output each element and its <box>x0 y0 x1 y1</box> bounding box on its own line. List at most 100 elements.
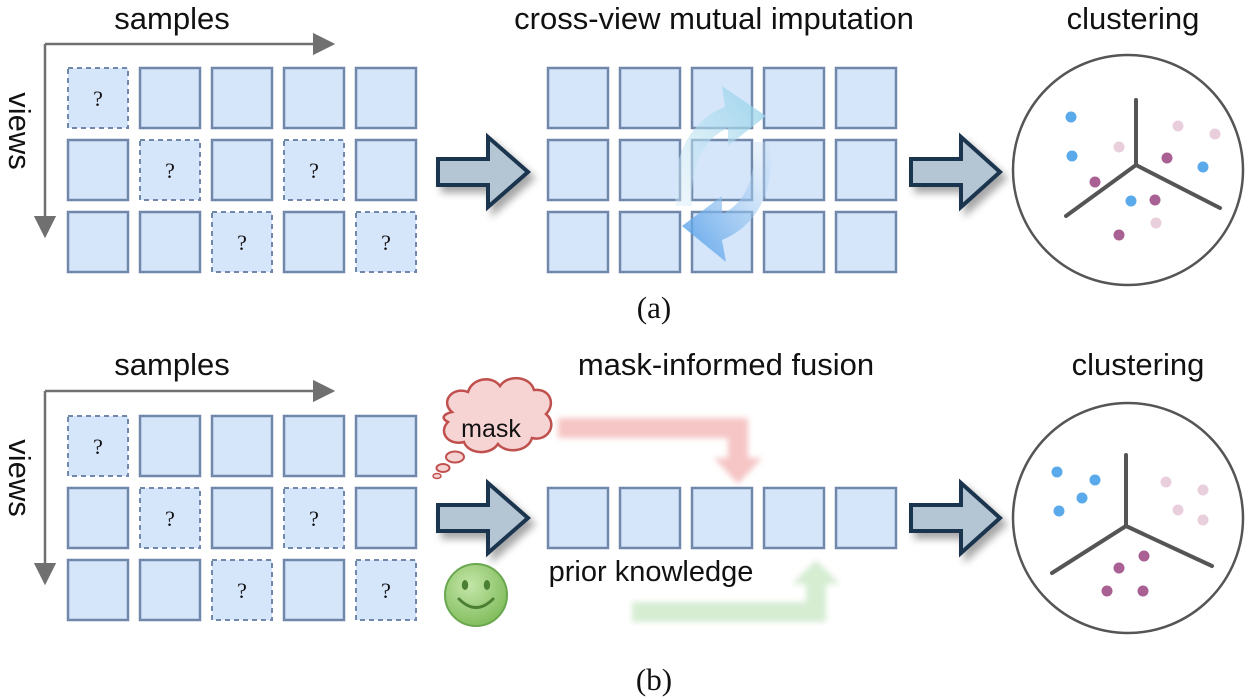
missing-cell <box>283 139 345 201</box>
cluster-point <box>1076 492 1088 504</box>
missing-marker: ? <box>93 86 103 111</box>
grid-cell <box>282 414 346 478</box>
grid-cell <box>66 486 130 550</box>
cluster-circle <box>1011 53 1245 287</box>
grid-cell <box>210 66 274 130</box>
samples-label: samples <box>114 347 229 382</box>
cluster-point <box>1113 562 1125 574</box>
panel-a: samples views ????? cross-view mutual im… <box>2 1 1245 325</box>
missing-marker: ? <box>309 506 319 531</box>
grid-cell <box>762 66 826 130</box>
cluster-points <box>1051 466 1209 597</box>
mask-to-fusion-arrow <box>558 418 762 484</box>
grid-cell <box>354 138 418 202</box>
grid-cell <box>66 210 130 274</box>
grid-cell <box>834 210 898 274</box>
missing-marker: ? <box>237 578 247 603</box>
cluster-point <box>1089 474 1101 486</box>
cluster-point <box>1149 194 1161 206</box>
grid-cell <box>354 486 418 550</box>
cluster-point <box>1066 150 1078 162</box>
views-label: views <box>2 92 37 170</box>
missing-marker: ? <box>165 506 175 531</box>
missing-cell <box>211 559 273 621</box>
grid-cell <box>138 414 202 478</box>
clustering-label: clustering <box>1067 1 1200 36</box>
missing-marker: ? <box>237 230 247 255</box>
missing-cell <box>211 211 273 273</box>
cluster-points <box>1065 111 1221 241</box>
grid-cell <box>138 210 202 274</box>
grid-cell <box>354 414 418 478</box>
grid-cell <box>618 486 682 550</box>
flow-arrow <box>909 132 1003 212</box>
cluster-point <box>1113 141 1125 153</box>
grid-cell <box>210 138 274 202</box>
method-label: mask-informed fusion <box>578 347 874 382</box>
flow-arrow <box>436 478 532 558</box>
grid-cell <box>762 138 826 202</box>
missing-cell <box>355 559 417 621</box>
samples-label: samples <box>114 1 229 36</box>
grid-cell <box>618 210 682 274</box>
cluster-point <box>1125 195 1137 207</box>
grid-cell <box>834 66 898 130</box>
missing-cell <box>67 415 129 477</box>
panel-b: samples views ????? mask mask-informed f… <box>2 347 1245 697</box>
cluster-point <box>1197 484 1209 496</box>
cluster-point <box>1197 161 1209 173</box>
missing-cell <box>283 487 345 549</box>
grid-cell <box>618 66 682 130</box>
cluster-point <box>1053 505 1065 517</box>
missing-marker: ? <box>381 230 391 255</box>
smiley-icon <box>444 563 508 627</box>
grid-cell <box>138 66 202 130</box>
grid-cell <box>282 558 346 622</box>
method-label: cross-view mutual imputation <box>514 1 914 36</box>
cluster-circle <box>1011 401 1245 635</box>
caption-a: (a) <box>637 290 671 325</box>
cluster-point <box>1089 176 1101 188</box>
mask-thought-cloud: mask <box>432 377 553 480</box>
sample-view-grid: ????? <box>66 66 418 274</box>
grid-cell <box>66 558 130 622</box>
cluster-point <box>1051 466 1063 478</box>
flow-arrow <box>436 132 532 212</box>
grid-cell <box>210 486 274 550</box>
cluster-point <box>1161 152 1173 164</box>
mask-label: mask <box>461 415 521 443</box>
grid-cell <box>546 66 610 130</box>
grid-cell <box>546 486 610 550</box>
grid-cell <box>282 210 346 274</box>
prior-to-fusion-arrow <box>632 560 840 622</box>
missing-cell <box>67 67 129 129</box>
grid-cell <box>618 138 682 202</box>
cluster-point <box>1150 217 1162 229</box>
grid-cell <box>762 210 826 274</box>
caption-b: (b) <box>636 662 672 697</box>
missing-marker: ? <box>381 578 391 603</box>
grid-cell <box>690 486 754 550</box>
cluster-point <box>1113 229 1125 241</box>
flow-arrow <box>909 478 1003 558</box>
grid-cell <box>834 138 898 202</box>
missing-cell <box>139 487 201 549</box>
cluster-point <box>1138 550 1150 562</box>
grid-cell <box>546 210 610 274</box>
grid-cell <box>354 66 418 130</box>
cluster-point <box>1209 128 1221 140</box>
prior-knowledge-label: prior knowledge <box>549 556 754 588</box>
missing-marker: ? <box>93 434 103 459</box>
grid-cell <box>66 138 130 202</box>
missing-marker: ? <box>165 158 175 183</box>
fused-representation <box>546 486 898 550</box>
grid-cell <box>282 66 346 130</box>
cycle-arrows-icon <box>674 86 772 262</box>
grid-cell <box>138 558 202 622</box>
sample-view-grid: ????? <box>66 414 418 622</box>
grid-cell <box>546 138 610 202</box>
clustering-label: clustering <box>1072 347 1205 382</box>
grid-cell <box>762 486 826 550</box>
